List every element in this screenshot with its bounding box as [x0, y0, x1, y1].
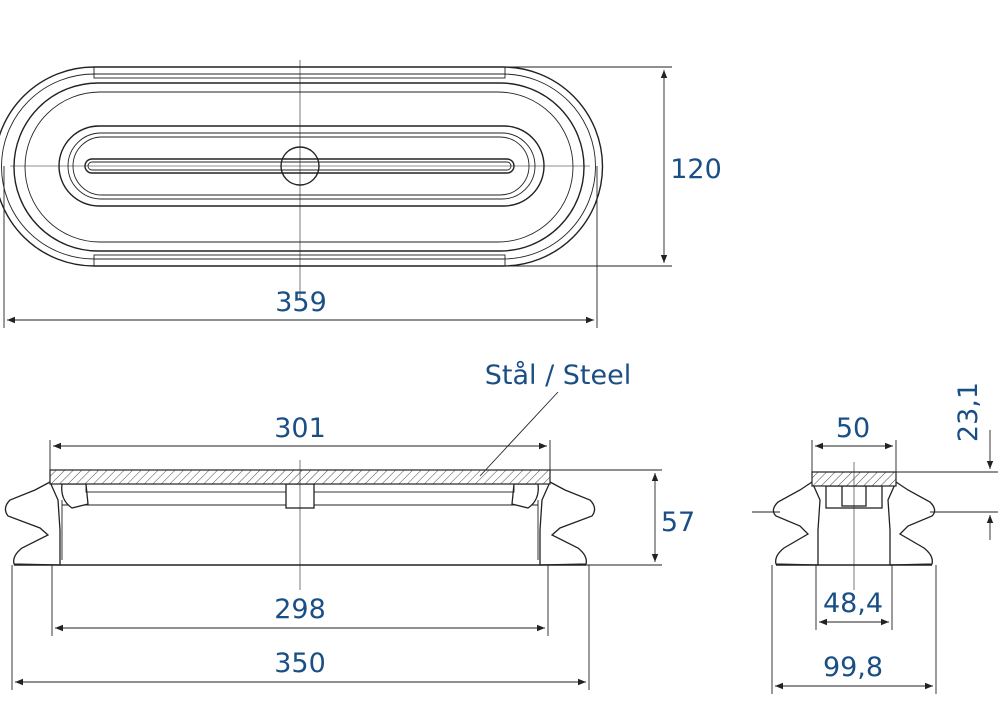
- front-section-view: [4, 460, 596, 590]
- dim-120-label: 120: [670, 154, 722, 185]
- dim-99-label: 99,8: [823, 652, 883, 683]
- shoulder-right: [511, 483, 539, 509]
- side-section-view: [752, 462, 955, 590]
- top-view: [0, 60, 604, 300]
- top-flange-lower: [93, 254, 506, 267]
- dim-50-label: 50: [836, 413, 870, 444]
- dim-57-label: 57: [661, 507, 695, 538]
- bellows-right: [539, 481, 596, 566]
- bellows-left: [4, 481, 61, 566]
- dim-359-label: 359: [275, 287, 327, 318]
- top-plate-inner2: [72, 136, 530, 196]
- dim-23-label: 23,1: [953, 382, 984, 442]
- top-mid-inner-line: [24, 91, 574, 243]
- dim-298-label: 298: [274, 594, 326, 625]
- top-view-dimensions: 120 359: [3, 66, 722, 328]
- top-mid-outline: [13, 82, 585, 252]
- top-outer-outline: [0, 66, 604, 267]
- top-plate-inner: [67, 132, 536, 200]
- shoulder-left: [61, 483, 89, 509]
- steel-leader: [479, 391, 559, 477]
- dim-48-label: 48,4: [823, 588, 883, 619]
- top-plate-outline: [58, 125, 545, 207]
- side-bellows-right: [887, 481, 936, 566]
- front-view-dimensions: 301 Stål / Steel 57 298 350: [11, 360, 695, 690]
- top-slot: [84, 158, 515, 174]
- dim-350-label: 350: [274, 648, 326, 679]
- top-outer-inner-line: [1, 73, 596, 260]
- top-flange-upper: [93, 66, 506, 79]
- dim-301-label: 301: [274, 413, 326, 444]
- side-view-dimensions: 50 23,1 48,4 99,8: [771, 382, 998, 694]
- steel-label: Stål / Steel: [485, 360, 631, 391]
- top-slot-inner: [87, 161, 512, 171]
- side-bellows-left: [772, 481, 821, 566]
